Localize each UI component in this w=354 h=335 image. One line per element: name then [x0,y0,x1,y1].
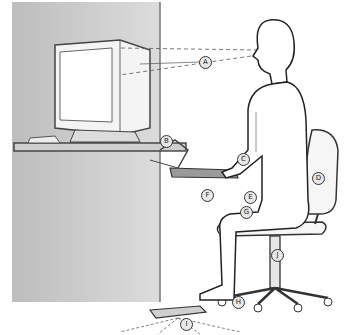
wall-panel [12,2,160,302]
monitor-side [120,40,121,135]
wheel [294,304,302,312]
callout-letter: H [232,296,245,309]
monitor-screen [60,48,112,122]
wall-edge [159,2,161,302]
callout-letter: C [237,153,250,166]
back-support [315,214,318,224]
footrest-guide [120,318,240,334]
wheel [324,298,332,306]
tray-support [150,160,178,168]
leader-line [140,62,200,64]
monitor [55,40,150,135]
chair-backrest [306,130,338,214]
footrest [150,306,206,318]
callout-letter: F [201,189,214,202]
callout-letter: A [199,56,212,69]
callout-letter: E [244,191,257,204]
arm-line [256,112,257,152]
monitor-base [70,130,140,142]
sight-line [120,55,258,75]
callout-letter: D [312,172,325,185]
callout-letter: J [271,249,284,262]
person-head [253,20,294,84]
callout-letter: B [160,135,173,148]
person-body [200,82,309,300]
chair-column [270,236,280,288]
document [28,136,60,143]
sight-line [120,48,258,50]
callout-letter: G [240,206,253,219]
callout-letter: I [180,318,193,331]
wheel [254,304,262,312]
